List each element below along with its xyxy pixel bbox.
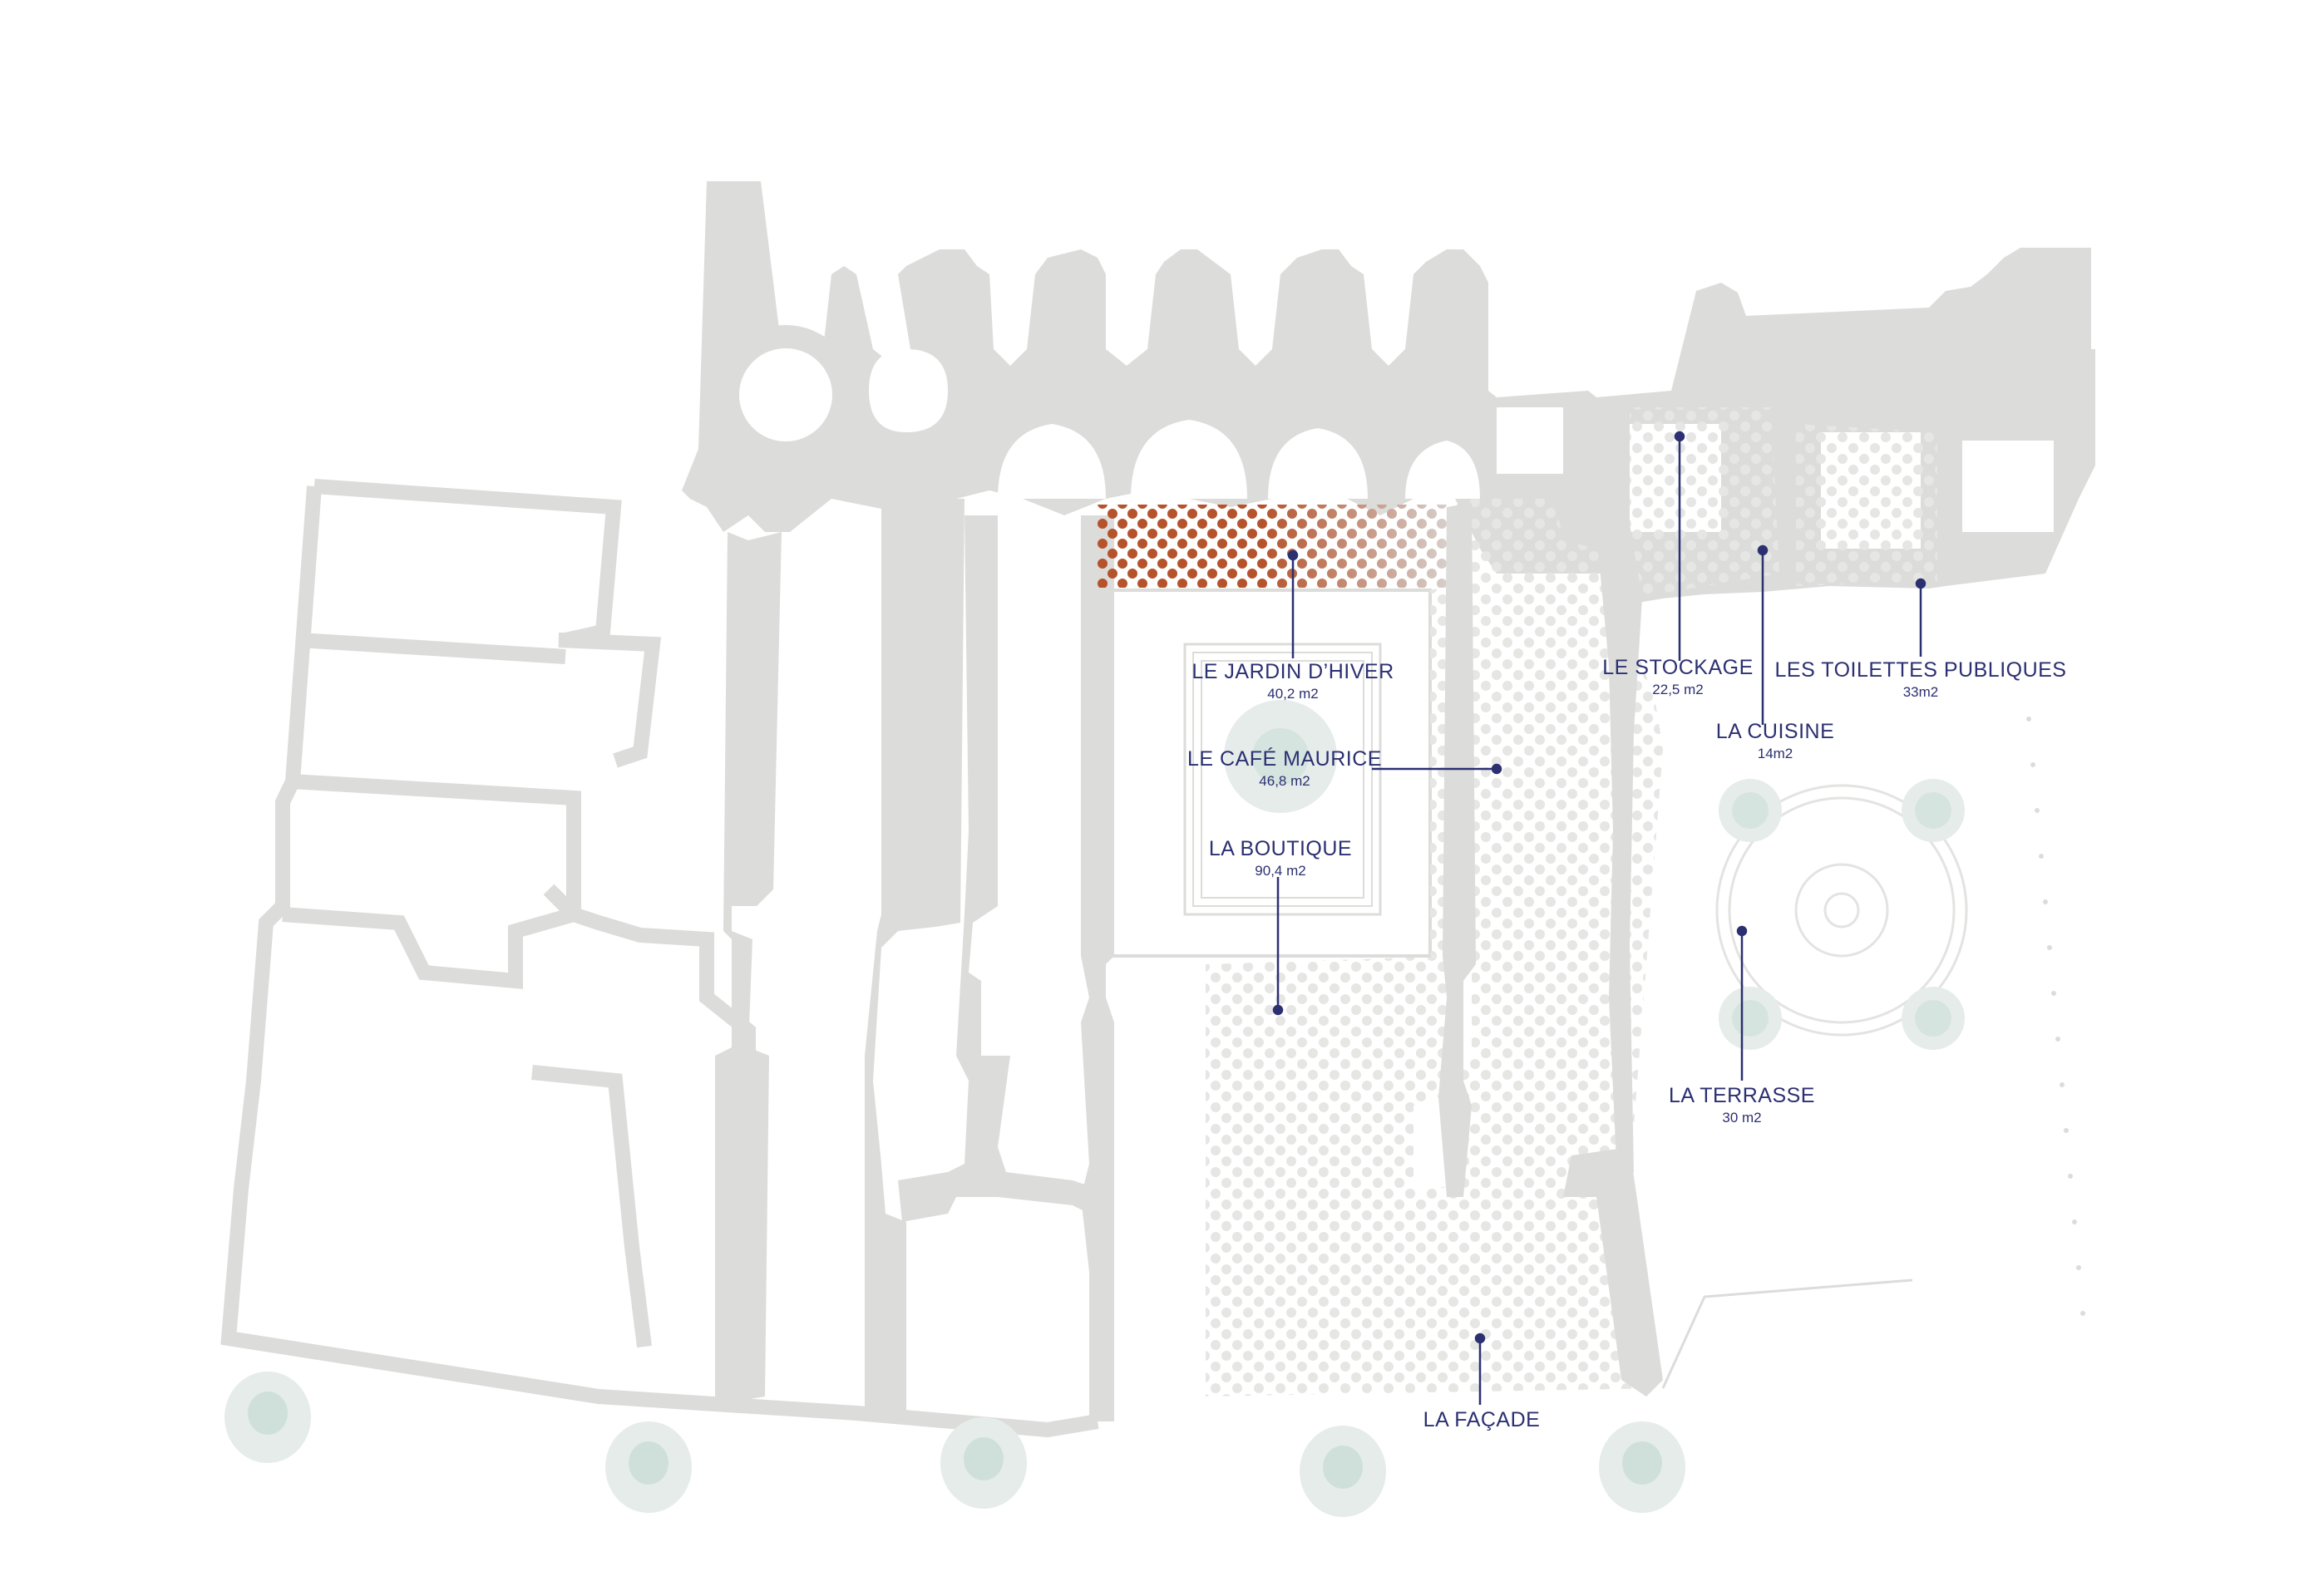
label-area: 33m2 — [1902, 683, 1939, 700]
label-facade: LA FAÇADE — [1423, 1408, 1541, 1432]
leader-lines — [1272, 431, 1927, 1405]
label-area: 46,8 m2 — [1259, 772, 1310, 789]
label-name: LA FAÇADE — [1423, 1408, 1541, 1431]
jardin-hiver-zone — [1098, 505, 1463, 588]
label-name: LA CUISINE — [1715, 720, 1835, 743]
street-edge — [1661, 1278, 1913, 1389]
label-toilettes-publiques: LES TOILETTES PUBLIQUES 33m2 — [1774, 658, 2067, 700]
label-name: LE STOCKAGE — [1602, 656, 1754, 679]
terrasse-trees — [1719, 779, 1965, 1050]
label-cuisine: LA CUISINE 14m2 — [1715, 720, 1835, 761]
label-jardin-hiver: LE JARDIN D’HIVER 40,2 m2 — [1191, 660, 1394, 702]
label-terrasse: LA TERRASSE 30 m2 — [1669, 1084, 1815, 1126]
label-cafe-maurice: LE CAFÉ MAURICE 46,8 m2 — [1187, 747, 1382, 789]
label-boutique: LA BOUTIQUE 90,4 m2 — [1208, 837, 1353, 879]
label-name: LE JARDIN D’HIVER — [1191, 660, 1394, 683]
courtyard-tree-core — [1252, 728, 1309, 785]
label-stockage: LE STOCKAGE 22,5 m2 — [1602, 656, 1754, 697]
label-name: LA TERRASSE — [1669, 1084, 1815, 1107]
label-name: LE CAFÉ MAURICE — [1187, 747, 1382, 771]
dotted-zones — [1206, 407, 1937, 1396]
label-name: LES TOILETTES PUBLIQUES — [1774, 658, 2067, 682]
path-dots — [2026, 717, 2085, 1316]
terrasse-layout — [1715, 784, 1968, 1037]
street-trees — [224, 1372, 1685, 1517]
label-area: 22,5 m2 — [1652, 681, 1704, 697]
rotunda — [716, 325, 856, 465]
right-walls — [1438, 503, 1663, 1396]
label-area: 40,2 m2 — [1267, 685, 1319, 702]
label-area: 30 m2 — [1722, 1109, 1762, 1126]
label-area: 14m2 — [1757, 745, 1793, 761]
label-area: 90,4 m2 — [1255, 862, 1306, 879]
central-walls — [715, 499, 1114, 1421]
label-name: LA BOUTIQUE — [1208, 837, 1353, 860]
